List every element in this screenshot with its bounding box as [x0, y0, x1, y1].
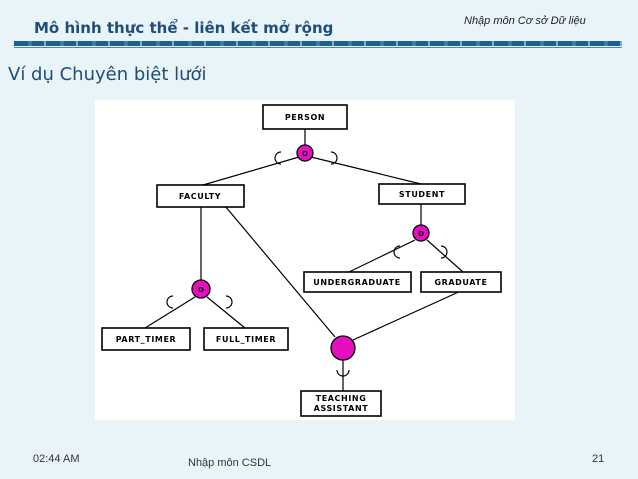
entity-label-teaching-assistant-line2: ASSISTANT — [314, 404, 369, 413]
entity-graduate — [420, 271, 502, 293]
header-divider-thin — [14, 47, 622, 48]
link-spec-faculty — [202, 156, 300, 186]
link-spec-full-timer — [206, 296, 246, 329]
entity-person — [262, 104, 348, 130]
spec-label-person: O — [302, 150, 308, 158]
slide-subtitle: Ví dụ Chuyên biệt lưới — [8, 64, 207, 85]
subset-symbol-part-timer — [166, 295, 174, 309]
eer-diagram: O D D PERSON FACULTY STUDENT UNDERGRADUA… — [95, 100, 515, 420]
subset-symbol-full-timer — [225, 295, 233, 309]
entity-faculty — [156, 184, 245, 208]
footer-time: 02:44 AM — [33, 453, 80, 465]
spec-circle-faculty — [191, 279, 211, 299]
entity-label-faculty: FACULTY — [179, 192, 221, 201]
entity-student — [378, 183, 466, 205]
slide-header: Mô hình thực thể - liên kết mở rộng Nhập… — [0, 0, 638, 48]
subset-symbol-faculty — [274, 151, 282, 165]
entity-part-timer — [101, 327, 191, 351]
subset-symbol-teaching-assistant — [336, 369, 350, 377]
spec-label-faculty: D — [198, 286, 204, 294]
spec-circle-person — [296, 144, 314, 162]
footer-page-number: 21 — [592, 453, 605, 465]
entity-label-person: PERSON — [285, 113, 325, 122]
entity-label-graduate: GRADUATE — [434, 278, 487, 287]
entity-undergraduate — [303, 271, 412, 293]
subset-symbol-graduate — [440, 245, 448, 259]
subset-symbol-undergraduate — [393, 245, 401, 259]
link-spec-undergraduate — [348, 239, 416, 273]
spec-label-student: D — [418, 230, 424, 238]
entity-label-student: STUDENT — [399, 190, 445, 199]
link-spec-part-timer — [144, 296, 196, 329]
link-graduate-ta-spec — [352, 289, 464, 341]
eer-diagram-svg: O D D PERSON FACULTY STUDENT UNDERGRADUA… — [101, 104, 502, 417]
spec-circle-student — [412, 224, 430, 242]
slide-title: Mô hình thực thể - liên kết mở rộng — [34, 19, 334, 37]
entity-label-part-timer: PART_TIMER — [116, 335, 177, 344]
link-faculty-ta-spec — [224, 205, 336, 338]
header-divider — [14, 41, 622, 46]
header-course-name: Nhập môn Cơ sở Dữ liệu — [464, 15, 586, 27]
footer-course: Nhập môn CSDL — [188, 457, 272, 469]
entity-label-full-timer: FULL_TIMER — [216, 335, 276, 344]
entity-teaching-assistant — [300, 390, 382, 417]
spec-circle-teaching-assistant — [330, 335, 356, 361]
link-spec-student — [310, 156, 422, 185]
entity-label-teaching-assistant-line1: TEACHING — [316, 394, 367, 403]
entity-full-timer — [203, 327, 289, 351]
subset-symbol-student — [330, 151, 338, 165]
entity-label-undergraduate: UNDERGRADUATE — [313, 278, 401, 287]
